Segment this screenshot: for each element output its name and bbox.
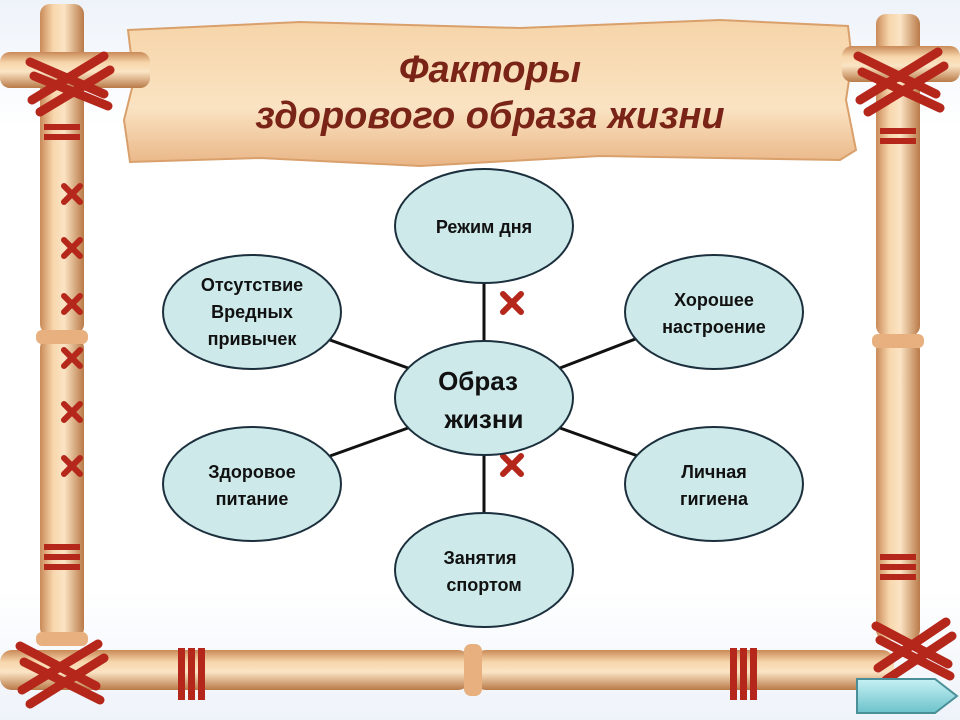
connector-lichnaya-gigiena — [559, 426, 639, 458]
factor-label-line-1: Здоровое — [208, 462, 296, 482]
factor-label-line-1: Режим дня — [436, 217, 532, 237]
factor-node-shape — [624, 254, 804, 370]
rope-binding-top-left — [25, 51, 115, 117]
rope-binding-bottom-left — [15, 639, 109, 709]
center-node-line-2: жизни — [443, 404, 523, 434]
factor-node-rezhim-dnya: Режим дня — [394, 168, 574, 284]
bamboo-bottom-rail — [0, 644, 894, 696]
center-node: Образ жизни — [394, 340, 574, 456]
factor-label-line-1: Личная — [681, 462, 747, 482]
factor-node-otsutstvie-vrednyh-privychek: Отсутствие Вредных привычек — [162, 254, 342, 370]
factor-node-zdorovoe-pitanie: Здоровое питание — [162, 426, 342, 542]
center-node-line-1: Образ — [438, 366, 518, 396]
factor-label-line-1: Отсутствие — [201, 275, 303, 295]
factor-label-line-2: Вредных — [211, 302, 293, 322]
factor-label-line-1: Занятия — [443, 548, 516, 568]
factor-label-line-2: спортом — [446, 575, 521, 595]
center-node-shape — [394, 340, 574, 456]
next-slide-button[interactable] — [855, 676, 959, 716]
connector-otsutstvie-vrednyh-privychek — [329, 338, 409, 370]
rope-bands — [44, 124, 916, 700]
factor-label-line-2: гигиена — [680, 489, 749, 509]
slide-title-line-1: Факторы — [398, 49, 582, 91]
arrow-right-icon — [856, 678, 959, 714]
slide-title-line-2: здорового образа жизни — [255, 95, 725, 137]
factor-node-horoshee-nastroenie: Хорошее настроение — [624, 254, 804, 370]
factor-node-zanyatiya-sportom: Занятия спортом — [394, 512, 574, 628]
rope-binding-bottom-right — [871, 617, 957, 685]
rope-x-marks-center — [500, 291, 524, 477]
factor-label-line-2: питание — [216, 489, 289, 509]
rope-binding-top-right — [853, 47, 949, 117]
factor-node-shape — [394, 512, 574, 628]
connector-zdorovoe-pitanie — [329, 426, 409, 458]
title-scroll — [122, 18, 858, 168]
factor-label-line-3: привычек — [208, 329, 298, 349]
factor-label-line-1: Хорошее — [674, 290, 754, 310]
connectors — [329, 284, 639, 512]
factor-node-shape — [394, 168, 574, 284]
factor-node-shape — [624, 426, 804, 542]
factor-node-lichnaya-gigiena: Личная гигиена — [624, 426, 804, 542]
factor-node-shape — [162, 426, 342, 542]
factor-node-shape — [162, 254, 342, 370]
factor-label-line-2: настроение — [662, 317, 766, 337]
connector-horoshee-nastroenie — [559, 336, 639, 370]
rope-x-marks-left — [61, 183, 83, 477]
